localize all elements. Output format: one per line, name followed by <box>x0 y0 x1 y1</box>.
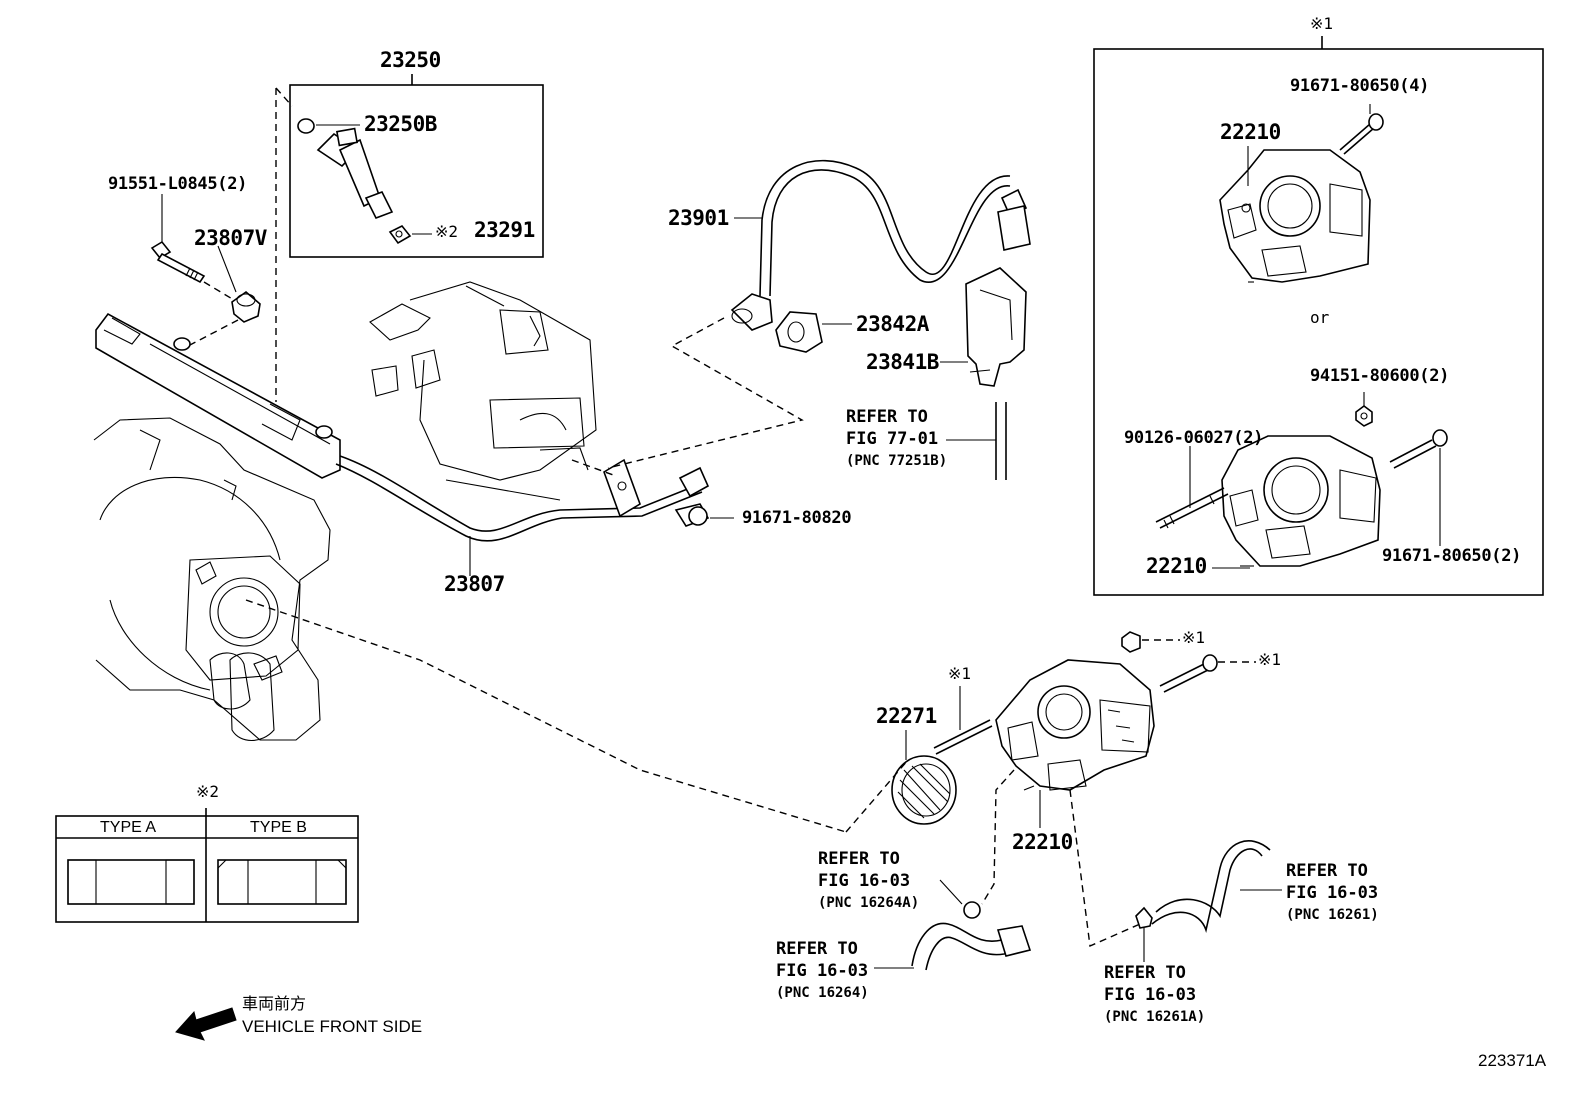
vehicle-front-label-jp: 車両前方 <box>242 994 307 1013</box>
bolt-91671-80650-right <box>1389 429 1448 469</box>
fuel-pipe-23807 <box>335 455 710 542</box>
refer-line-1: REFER TO <box>818 849 900 869</box>
label-23842A: 23842A <box>856 312 929 336</box>
bolt-main <box>1159 654 1218 693</box>
throttle-body-main <box>995 659 1155 791</box>
refer-line-2: FIG 16-03 <box>818 871 911 891</box>
alternative-throttle-box <box>1093 48 1544 596</box>
o-ring-23250B <box>297 118 315 134</box>
bolt-91671-80820 <box>674 503 710 527</box>
fuel-injector <box>316 127 394 220</box>
refer-line-1: REFER TO <box>1286 861 1368 881</box>
label-90126-06027: 90126-06027(2) <box>1124 428 1264 448</box>
type-b-header: TYPE B <box>250 819 307 836</box>
refer-fig-16-03-16264A: REFER TO FIG 16-03 (PNC 16264A) <box>818 848 919 914</box>
label-22210-box-bottom: 22210 <box>1146 554 1207 578</box>
label-94151-80600: 94151-80600(2) <box>1310 366 1450 386</box>
type-table <box>55 808 359 923</box>
refer-line-3: (PNC 77251B) <box>846 453 948 469</box>
throttle-body-bottom <box>1221 435 1381 567</box>
refer-line-3: (PNC 16264A) <box>818 895 920 911</box>
label-23841B: 23841B <box>866 350 939 374</box>
label-22210-box-top: 22210 <box>1220 120 1281 144</box>
gasket-22271 <box>891 755 957 825</box>
clip-23842A <box>775 311 823 353</box>
stud-main <box>933 719 993 755</box>
bolt-91551 <box>150 240 206 284</box>
type-a-header: TYPE A <box>100 819 157 836</box>
refer-fig-77-01: REFER TO FIG 77-01 (PNC 77251B) <box>846 406 947 472</box>
refer-fig-16-03-16261A: REFER TO FIG 16-03 (PNC 16261A) <box>1104 962 1205 1028</box>
hose-16264 <box>911 922 1032 971</box>
refer-line-2: FIG 16-03 <box>1286 883 1379 903</box>
fuel-hose-23901 <box>730 159 1031 331</box>
label-note-2-table: ※2 <box>196 782 220 801</box>
seal-23291 <box>388 224 412 245</box>
nut-main <box>1121 631 1141 653</box>
label-91551: 91551-L0845(2) <box>108 174 248 194</box>
label-note-1-nut: ※1 <box>1182 628 1206 647</box>
label-note-1-box: ※1 <box>1310 14 1334 33</box>
bracket-23841B <box>965 267 1027 387</box>
bolt-91671-80650-top <box>1339 113 1384 155</box>
label-23807V: 23807V <box>194 226 267 250</box>
refer-line-2: FIG 77-01 <box>846 429 939 449</box>
refer-line-3: (PNC 16261A) <box>1104 1009 1206 1025</box>
hose-16261 <box>1151 840 1271 933</box>
label-or: or <box>1310 308 1330 327</box>
refer-fig-16-03-16261: REFER TO FIG 16-03 (PNC 16261) <box>1286 860 1379 926</box>
label-91671-80650-4: 91671-80650(4) <box>1290 76 1430 96</box>
figure-id: 223371A <box>1478 1051 1547 1070</box>
label-note-1-bolt: ※1 <box>1258 650 1282 669</box>
nut-94151 <box>1355 405 1373 427</box>
label-22210-main: 22210 <box>1012 830 1073 854</box>
refer-line-3: (PNC 16264) <box>776 985 869 1001</box>
label-91671-80820: 91671-80820 <box>742 508 852 528</box>
refer-fig-16-03-16264: REFER TO FIG 16-03 (PNC 16264) <box>776 938 869 1004</box>
label-91671-80650-2: 91671-80650(2) <box>1382 546 1522 566</box>
refer-line-3: (PNC 16261) <box>1286 907 1379 923</box>
engine-head-sketch <box>369 281 617 501</box>
refer-line-1: REFER TO <box>776 939 858 959</box>
vehicle-front-arrow-icon <box>175 1007 237 1041</box>
label-note-1-stud: ※1 <box>948 664 972 683</box>
label-23291: 23291 <box>474 218 535 242</box>
refer-line-2: FIG 16-03 <box>776 961 869 981</box>
label-note-2-23291: ※2 <box>435 222 459 241</box>
intake-manifold <box>93 417 331 742</box>
label-23250: 23250 <box>380 48 441 72</box>
collar-23807V <box>231 290 261 323</box>
clip-16264A <box>963 901 981 919</box>
stud-90126 <box>1155 487 1229 529</box>
label-23250B: 23250B <box>364 112 437 136</box>
label-23807: 23807 <box>444 572 505 596</box>
throttle-body-top <box>1219 149 1371 283</box>
refer-line-2: FIG 16-03 <box>1104 985 1197 1005</box>
refer-line-1: REFER TO <box>1104 963 1186 983</box>
label-23901: 23901 <box>668 206 729 230</box>
label-22271: 22271 <box>876 704 937 728</box>
clip-16261A <box>1135 906 1153 929</box>
fuel-delivery-pipe <box>95 312 341 479</box>
vehicle-front-label-en: VEHICLE FRONT SIDE <box>242 1017 423 1036</box>
injector-kit-box <box>289 84 544 258</box>
refer-line-1: REFER TO <box>846 407 928 427</box>
